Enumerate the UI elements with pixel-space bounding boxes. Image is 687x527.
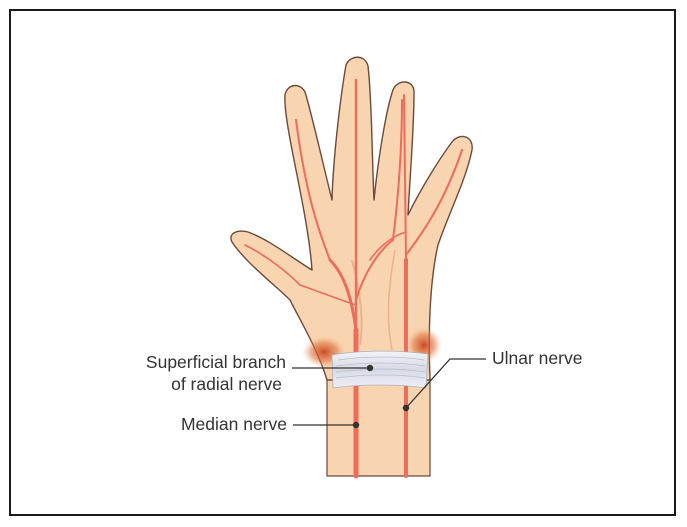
ulnar-dot — [403, 405, 408, 410]
median-dot — [353, 422, 358, 427]
hand-silhouette — [231, 57, 472, 380]
superficial-branch-label-line2: of radial nerve — [110, 374, 282, 395]
ulnar-nerve-label: Ulnar nerve — [492, 348, 582, 369]
median-nerve-label: Median nerve — [120, 414, 287, 435]
superficial-branch-label-line1: Superficial branch — [110, 352, 286, 373]
forearm — [327, 378, 430, 476]
superficial-dot — [367, 365, 372, 370]
